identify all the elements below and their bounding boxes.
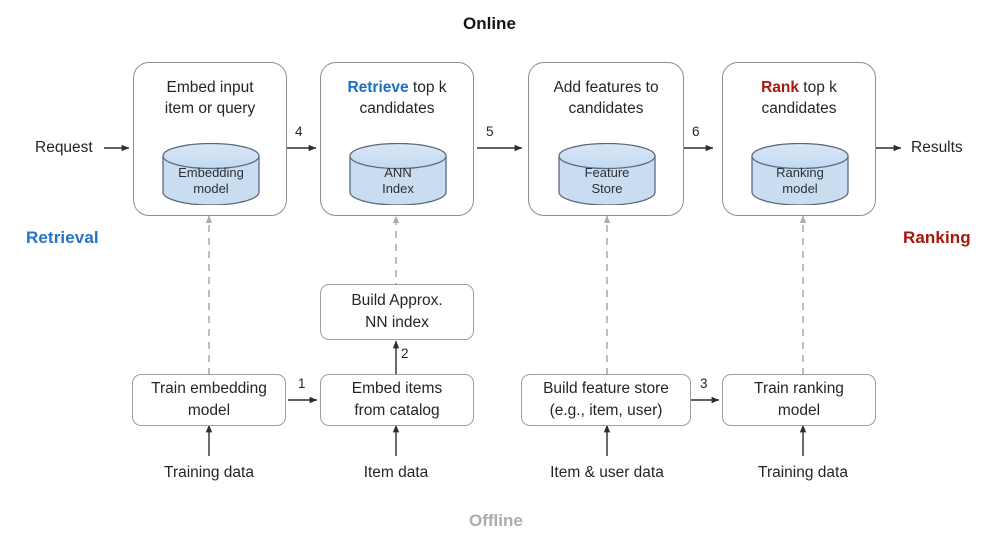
card-embed-input-title: Embed input item or query [134,77,286,119]
step-number-1: 1 [298,376,306,391]
card-rank-topk-title: Rank top k candidates [723,77,875,119]
box-build-feature-store-label: Build feature store (e.g., item, user) [543,380,669,419]
results-label: Results [911,139,963,156]
cylinder-ann-index-label: ANN Index [382,165,414,196]
cylinder-shape [558,143,656,205]
cylinder-feature-store-label: Feature Store [584,165,630,196]
box-train-ranking-model[interactable]: Train ranking model [722,374,876,426]
box-train-embedding-model[interactable]: Train embedding model [132,374,286,426]
card-rank-keyword: Rank [761,79,799,96]
card-retrieve-keyword: Retrieve [347,79,409,96]
step-number-3: 3 [700,376,708,391]
box-train-ranking-model-label: Train ranking model [754,380,844,419]
cylinder-ranking-model: Ranking model [749,143,851,205]
card-add-features-title-text: Add features to candidates [553,79,659,117]
source-item-data: Item data [363,464,429,481]
card-rank-topk-title-text: top k candidates [761,79,837,117]
step-number-4: 4 [295,124,303,139]
cylinder-shape [751,143,849,205]
request-label: Request [35,139,93,156]
card-retrieve-topk[interactable]: Retrieve top k candidates ANN Index [320,62,474,216]
step-number-5: 5 [486,124,494,139]
card-add-features[interactable]: Add features to candidates Feature Store [528,62,684,216]
offline-label: Offline [469,511,523,530]
box-build-feature-store[interactable]: Build feature store (e.g., item, user) [521,374,691,426]
source-training-data-left: Training data [164,464,254,481]
source-training-data-right: Training data [758,464,848,481]
cylinder-ranking-model-label: Ranking model [776,165,824,196]
cylinder-shape [162,143,260,205]
cylinder-embedding-model: Embedding model [160,143,262,205]
card-rank-topk[interactable]: Rank top k candidates Ranking model [722,62,876,216]
card-retrieve-topk-title: Retrieve top k candidates [321,77,473,119]
retrieval-section-label: Retrieval [26,228,99,247]
cylinder-feature-store: Feature Store [556,143,658,205]
box-embed-items-from-catalog[interactable]: Embed items from catalog [320,374,474,426]
card-embed-input[interactable]: Embed input item or query Embedding mode… [133,62,287,216]
step-number-2: 2 [401,346,409,361]
card-embed-input-title-text: Embed input item or query [164,79,256,117]
cylinder-shape [349,143,447,205]
box-embed-items-from-catalog-label: Embed items from catalog [351,380,443,419]
box-build-approx-nn-index-label: Build Approx. NN index [351,292,443,331]
online-label: Online [463,14,516,33]
box-train-embedding-model-label: Train embedding model [151,380,267,419]
card-add-features-title: Add features to candidates [529,77,683,119]
cylinder-embedding-model-label: Embedding model [178,165,244,196]
step-number-6: 6 [692,124,700,139]
box-build-approx-nn-index[interactable]: Build Approx. NN index [320,284,474,340]
card-retrieve-topk-title-text: top k candidates [359,79,447,117]
cylinder-ann-index: ANN Index [347,143,449,205]
ranking-section-label: Ranking [903,228,971,247]
source-item-user-data: Item & user data [550,464,664,481]
